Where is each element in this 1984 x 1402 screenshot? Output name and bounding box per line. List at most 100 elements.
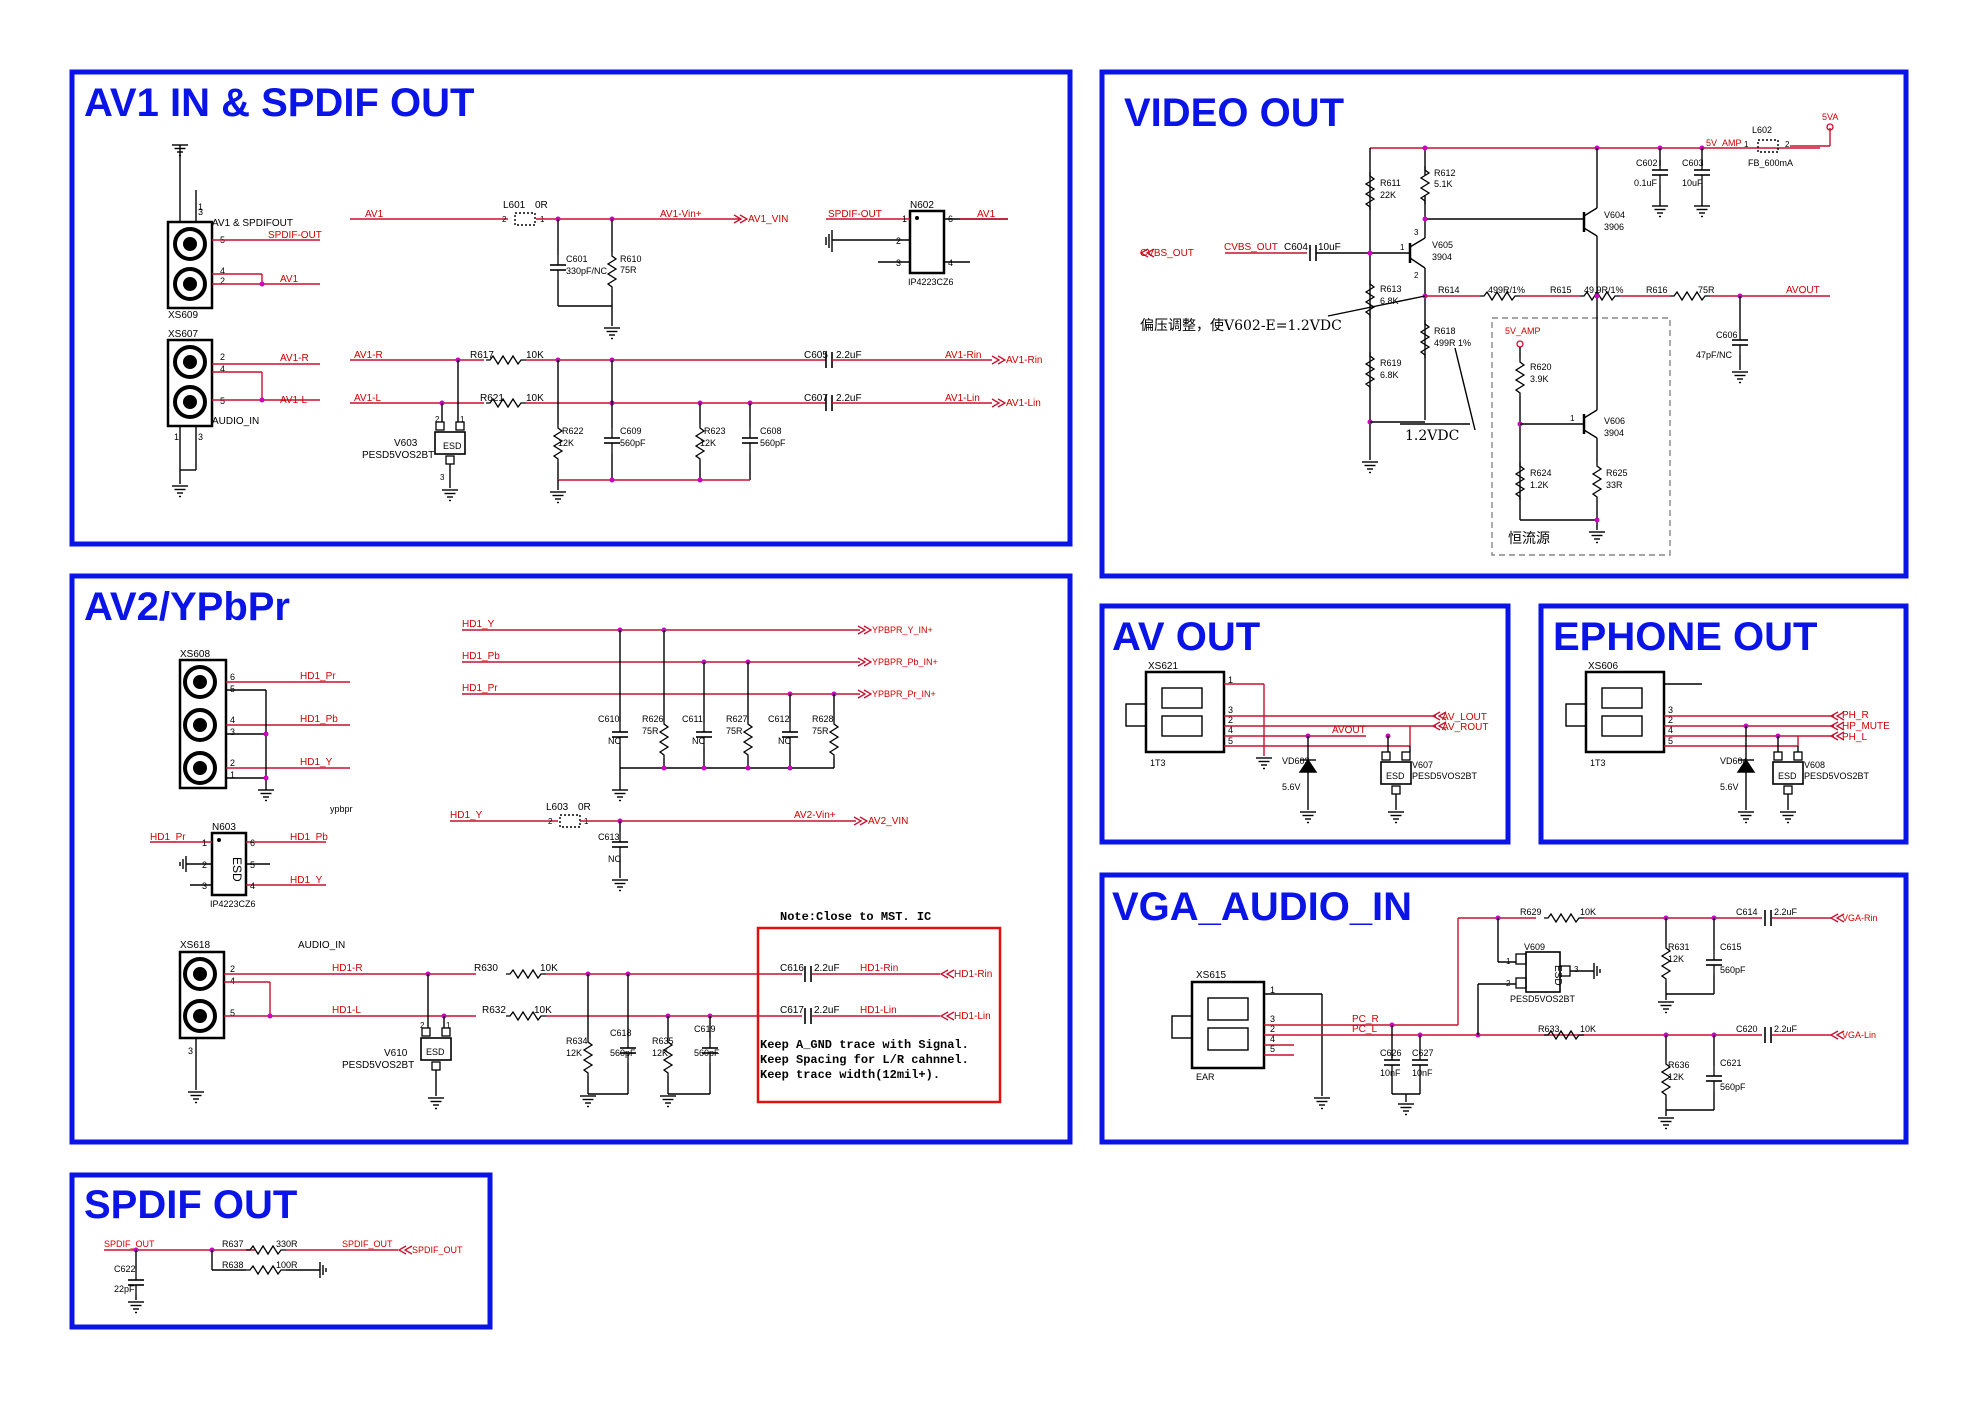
svg-text:12K: 12K — [700, 438, 716, 448]
svg-text:2: 2 — [1668, 715, 1673, 725]
svg-text:5.1K: 5.1K — [1434, 179, 1453, 189]
svg-text:PC_L: PC_L — [1352, 1024, 1377, 1035]
svg-text:HD1_Pb: HD1_Pb — [290, 832, 328, 843]
svg-text:12K: 12K — [1668, 1072, 1684, 1082]
svg-text:3904: 3904 — [1604, 428, 1624, 438]
svg-text:1: 1 — [1570, 414, 1575, 423]
svg-text:XS607: XS607 — [168, 329, 198, 340]
svg-text:3: 3 — [896, 258, 901, 268]
panel-video-frame — [1099, 69, 1909, 579]
svg-text:R636: R636 — [1668, 1060, 1690, 1070]
svg-text:XS609: XS609 — [168, 310, 198, 321]
svg-text:3: 3 — [1668, 705, 1673, 715]
svg-text:C611: C611 — [682, 714, 703, 724]
panel-av2-title: AV2/YPbPr — [84, 585, 290, 629]
panel-avout-title: AV OUT — [1112, 615, 1260, 659]
svg-text:560pF: 560pF — [1720, 965, 1746, 975]
svg-text:V603: V603 — [394, 438, 418, 449]
svg-text:C617: C617 — [780, 1005, 804, 1016]
svg-text:0R: 0R — [535, 200, 548, 211]
svg-text:0.1uF: 0.1uF — [1634, 178, 1658, 188]
svg-text:3904: 3904 — [1432, 252, 1452, 262]
svg-text:AVOUT: AVOUT — [1786, 285, 1820, 296]
svg-text:R623: R623 — [704, 426, 726, 436]
svg-text:R618: R618 — [1434, 326, 1456, 336]
svg-text:1: 1 — [460, 415, 465, 424]
svg-text:3: 3 — [440, 473, 445, 482]
svg-text:V608: V608 — [1804, 760, 1825, 770]
svg-text:AUDIO_IN: AUDIO_IN — [212, 416, 259, 427]
svg-text:4: 4 — [1668, 725, 1673, 735]
svg-text:R620: R620 — [1530, 362, 1552, 372]
svg-text:C602: C602 — [1636, 158, 1658, 168]
svg-text:AV1-L: AV1-L — [354, 393, 381, 404]
svg-text:AV2-Vin+: AV2-Vin+ — [794, 810, 836, 821]
svg-text:AV1: AV1 — [280, 274, 299, 285]
svg-text:恒流源: 恒流源 — [1508, 531, 1550, 547]
svg-text:560pF: 560pF — [694, 1048, 720, 1058]
svg-text:HD1-Lin: HD1-Lin — [860, 1005, 897, 1016]
svg-text:PH_L: PH_L — [1842, 732, 1867, 743]
svg-text:3: 3 — [1414, 228, 1419, 237]
svg-text:C615: C615 — [1720, 942, 1742, 952]
svg-text:ypbpr: ypbpr — [330, 804, 353, 814]
svg-text:R631: R631 — [1668, 942, 1690, 952]
svg-text:5: 5 — [250, 860, 255, 870]
svg-text:SPDIF-OUT: SPDIF-OUT — [268, 230, 322, 241]
panel-vga-title: VGA_AUDIO_IN — [1112, 885, 1412, 929]
svg-text:49.9R/1%: 49.9R/1% — [1584, 285, 1624, 295]
svg-text:AV1-Rin: AV1-Rin — [1006, 355, 1043, 366]
panel-av1-title: AV1 IN & SPDIF OUT — [84, 81, 474, 125]
svg-text:75R: 75R — [620, 265, 637, 275]
svg-text:5V_AMP: 5V_AMP — [1706, 138, 1742, 148]
svg-text:C618: C618 — [610, 1028, 632, 1038]
svg-text:2: 2 — [1270, 1024, 1275, 1034]
svg-text:FB_600mA: FB_600mA — [1748, 158, 1793, 168]
svg-text:4: 4 — [1228, 725, 1233, 735]
svg-text:C601: C601 — [566, 254, 588, 264]
svg-text:330pF/NC: 330pF/NC — [566, 266, 608, 276]
svg-text:5: 5 — [1228, 736, 1233, 746]
svg-text:4: 4 — [230, 976, 235, 986]
svg-text:2: 2 — [1506, 979, 1511, 988]
svg-text:R633: R633 — [1538, 1024, 1560, 1034]
av1-circuit: 3 1 AV1 & SPDIFOUT 5 4 2 XS609 SPDIF-OUT… — [166, 144, 1043, 504]
svg-text:AV1 & SPDIFOUT: AV1 & SPDIFOUT — [212, 218, 293, 229]
svg-text:2: 2 — [1414, 271, 1419, 280]
svg-text:3: 3 — [1574, 965, 1579, 974]
svg-text:2: 2 — [220, 352, 225, 362]
svg-text:5V_AMP: 5V_AMP — [1505, 326, 1541, 336]
svg-text:L603: L603 — [546, 802, 569, 813]
svg-text:4: 4 — [220, 364, 225, 374]
svg-text:AV1-Vin+: AV1-Vin+ — [660, 209, 702, 220]
svg-text:AV1-Lin: AV1-Lin — [945, 393, 980, 404]
svg-text:XS618: XS618 — [180, 940, 210, 951]
panel-video-title: VIDEO OUT — [1124, 91, 1344, 135]
svg-text:6: 6 — [948, 214, 953, 224]
svg-text:10nF: 10nF — [1380, 1068, 1401, 1078]
svg-text:AV1-R: AV1-R — [280, 353, 309, 364]
panel-spdif-frame — [69, 1172, 493, 1330]
svg-text:YPBPR_Pb_IN+: YPBPR_Pb_IN+ — [872, 657, 938, 667]
svg-text:4: 4 — [948, 258, 953, 268]
av2-circuit: XS608 6 5 4 3 2 1 HD1_Pr HD1_Pb HD1_Y yp… — [150, 619, 1002, 1110]
svg-text:75R: 75R — [812, 726, 829, 736]
svg-text:ESD: ESD — [1552, 965, 1563, 986]
svg-text:HD1_Pr: HD1_Pr — [150, 832, 186, 843]
svg-text:1: 1 — [1228, 675, 1233, 685]
svg-text:75R: 75R — [642, 726, 659, 736]
svg-text:PC_R: PC_R — [1352, 1014, 1379, 1025]
svg-text:HD1-R: HD1-R — [332, 963, 363, 974]
svg-text:C609: C609 — [620, 426, 642, 436]
svg-text:V607: V607 — [1412, 760, 1433, 770]
panel-spdif-title: SPDIF OUT — [84, 1183, 297, 1227]
svg-text:AV2_VIN: AV2_VIN — [868, 816, 908, 827]
svg-text:NC: NC — [608, 736, 621, 746]
svg-text:2.2uF: 2.2uF — [836, 393, 862, 404]
svg-text:1: 1 — [1744, 140, 1749, 149]
svg-text:10K: 10K — [526, 393, 544, 404]
svg-text:AV_LOUT: AV_LOUT — [1442, 712, 1487, 723]
svg-text:HD1_Y: HD1_Y — [290, 875, 323, 886]
svg-text:560pF: 560pF — [620, 438, 646, 448]
svg-text:R613: R613 — [1380, 284, 1402, 294]
